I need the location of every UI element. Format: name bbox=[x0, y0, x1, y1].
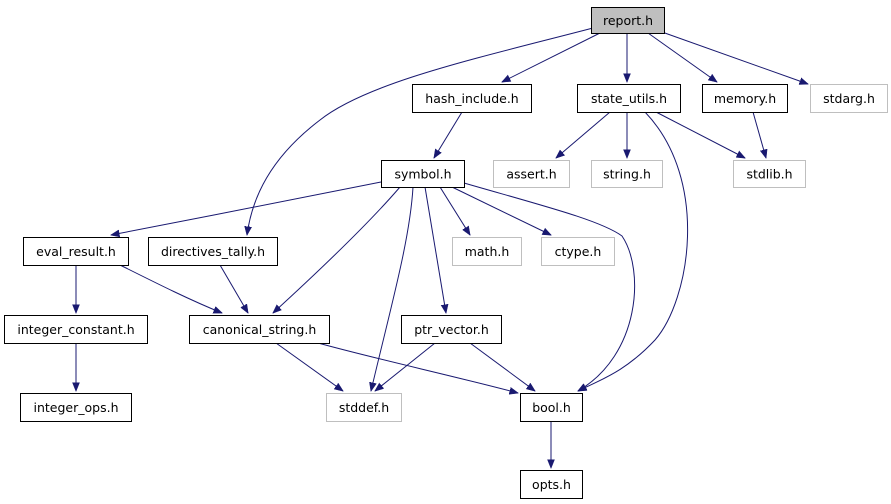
node-box bbox=[541, 237, 615, 266]
edge-symbol-to-canonical-string bbox=[273, 186, 401, 313]
node-box bbox=[520, 470, 583, 499]
node-box bbox=[452, 237, 522, 266]
node-bool[interactable]: bool.h bbox=[520, 393, 583, 422]
node-opts[interactable]: opts.h bbox=[520, 470, 583, 499]
node-report[interactable]: report.h bbox=[591, 7, 665, 34]
node-box bbox=[702, 84, 788, 113]
node-ptr-vector[interactable]: ptr_vector.h bbox=[401, 315, 502, 344]
node-box bbox=[189, 315, 330, 344]
edge-report-to-hash-include bbox=[502, 32, 601, 82]
node-box bbox=[412, 84, 532, 113]
node-box bbox=[810, 84, 888, 113]
edge-symbol-to-math bbox=[439, 186, 470, 235]
node-box bbox=[23, 237, 129, 266]
node-label: integer_constant.h bbox=[17, 322, 134, 337]
edge-canonical-string-to-bool bbox=[317, 342, 518, 393]
node-symbol[interactable]: symbol.h bbox=[381, 160, 465, 188]
node-integer-constant[interactable]: integer_constant.h bbox=[4, 315, 148, 344]
node-stddef: stddef.h bbox=[326, 393, 402, 422]
node-box bbox=[591, 160, 663, 188]
edge-symbol-to-bool bbox=[463, 182, 636, 391]
node-box bbox=[20, 393, 132, 422]
edge-symbol-to-eval-result bbox=[111, 181, 382, 235]
edge-state-utils-to-stdlib bbox=[655, 111, 745, 158]
edges-layer bbox=[76, 27, 808, 468]
node-label: stdarg.h bbox=[823, 91, 875, 106]
edge-report-to-directives-tally bbox=[247, 27, 594, 235]
edge-directives-tally-to-canonical-string bbox=[219, 264, 248, 313]
node-label: canonical_string.h bbox=[203, 322, 317, 337]
node-string: string.h bbox=[591, 160, 663, 188]
node-label: eval_result.h bbox=[36, 244, 116, 259]
edge-report-to-memory bbox=[647, 32, 717, 82]
node-label: string.h bbox=[603, 167, 651, 182]
node-label: directives_tally.h bbox=[161, 244, 265, 259]
edge-state-utils-to-assert bbox=[556, 111, 611, 158]
edge-state-utils-to-bool bbox=[578, 111, 689, 391]
node-state-utils[interactable]: state_utils.h bbox=[577, 84, 681, 113]
nodes-layer: report.h hash_include.h state_utils.h memor… bbox=[4, 7, 888, 499]
node-label: stddef.h bbox=[339, 400, 389, 415]
node-label: symbol.h bbox=[394, 167, 451, 182]
node-memory[interactable]: memory.h bbox=[702, 84, 788, 113]
node-math: math.h bbox=[452, 237, 522, 266]
node-box bbox=[733, 160, 806, 188]
edge-hash-include-to-symbol bbox=[434, 111, 463, 158]
node-label: memory.h bbox=[714, 91, 776, 106]
node-label: math.h bbox=[465, 244, 510, 259]
node-hash-include[interactable]: hash_include.h bbox=[412, 84, 532, 113]
edge-symbol-to-ptr-vector bbox=[424, 186, 446, 313]
edge-ptr-vector-to-stddef bbox=[375, 342, 436, 391]
edge-canonical-string-to-stddef bbox=[275, 342, 343, 391]
node-integer-ops[interactable]: integer_ops.h bbox=[20, 393, 132, 422]
node-label: report.h bbox=[603, 13, 653, 28]
node-box bbox=[577, 84, 681, 113]
node-box bbox=[381, 160, 465, 188]
node-label: stdlib.h bbox=[746, 167, 792, 182]
edge-eval-result-to-canonical-string bbox=[119, 264, 222, 314]
node-box bbox=[520, 393, 583, 422]
node-stdlib: stdlib.h bbox=[733, 160, 806, 188]
node-ctype: ctype.h bbox=[541, 237, 615, 266]
node-label: hash_include.h bbox=[425, 91, 518, 106]
node-stdarg: stdarg.h bbox=[810, 84, 888, 113]
node-box bbox=[326, 393, 402, 422]
node-box bbox=[4, 315, 148, 344]
node-label: ctype.h bbox=[555, 244, 602, 259]
edge-symbol-to-ctype bbox=[451, 186, 551, 235]
node-assert: assert.h bbox=[493, 160, 570, 188]
node-label: ptr_vector.h bbox=[414, 322, 489, 337]
edge-ptr-vector-to-bool bbox=[469, 342, 535, 391]
node-box bbox=[401, 315, 502, 344]
node-label: opts.h bbox=[532, 477, 571, 492]
node-box bbox=[148, 237, 278, 266]
node-label: bool.h bbox=[532, 400, 571, 415]
node-label: integer_ops.h bbox=[34, 400, 119, 415]
node-eval-result[interactable]: eval_result.h bbox=[23, 237, 129, 266]
node-directives-tally[interactable]: directives_tally.h bbox=[148, 237, 278, 266]
edge-memory-to-stdlib bbox=[752, 111, 766, 158]
node-box bbox=[493, 160, 570, 188]
node-label: assert.h bbox=[506, 167, 556, 182]
node-canonical-string[interactable]: canonical_string.h bbox=[189, 315, 330, 344]
edge-symbol-to-stddef bbox=[371, 186, 414, 391]
node-label: state_utils.h bbox=[591, 91, 667, 106]
node-box bbox=[591, 7, 665, 34]
edge-report-to-stdarg bbox=[661, 31, 808, 84]
